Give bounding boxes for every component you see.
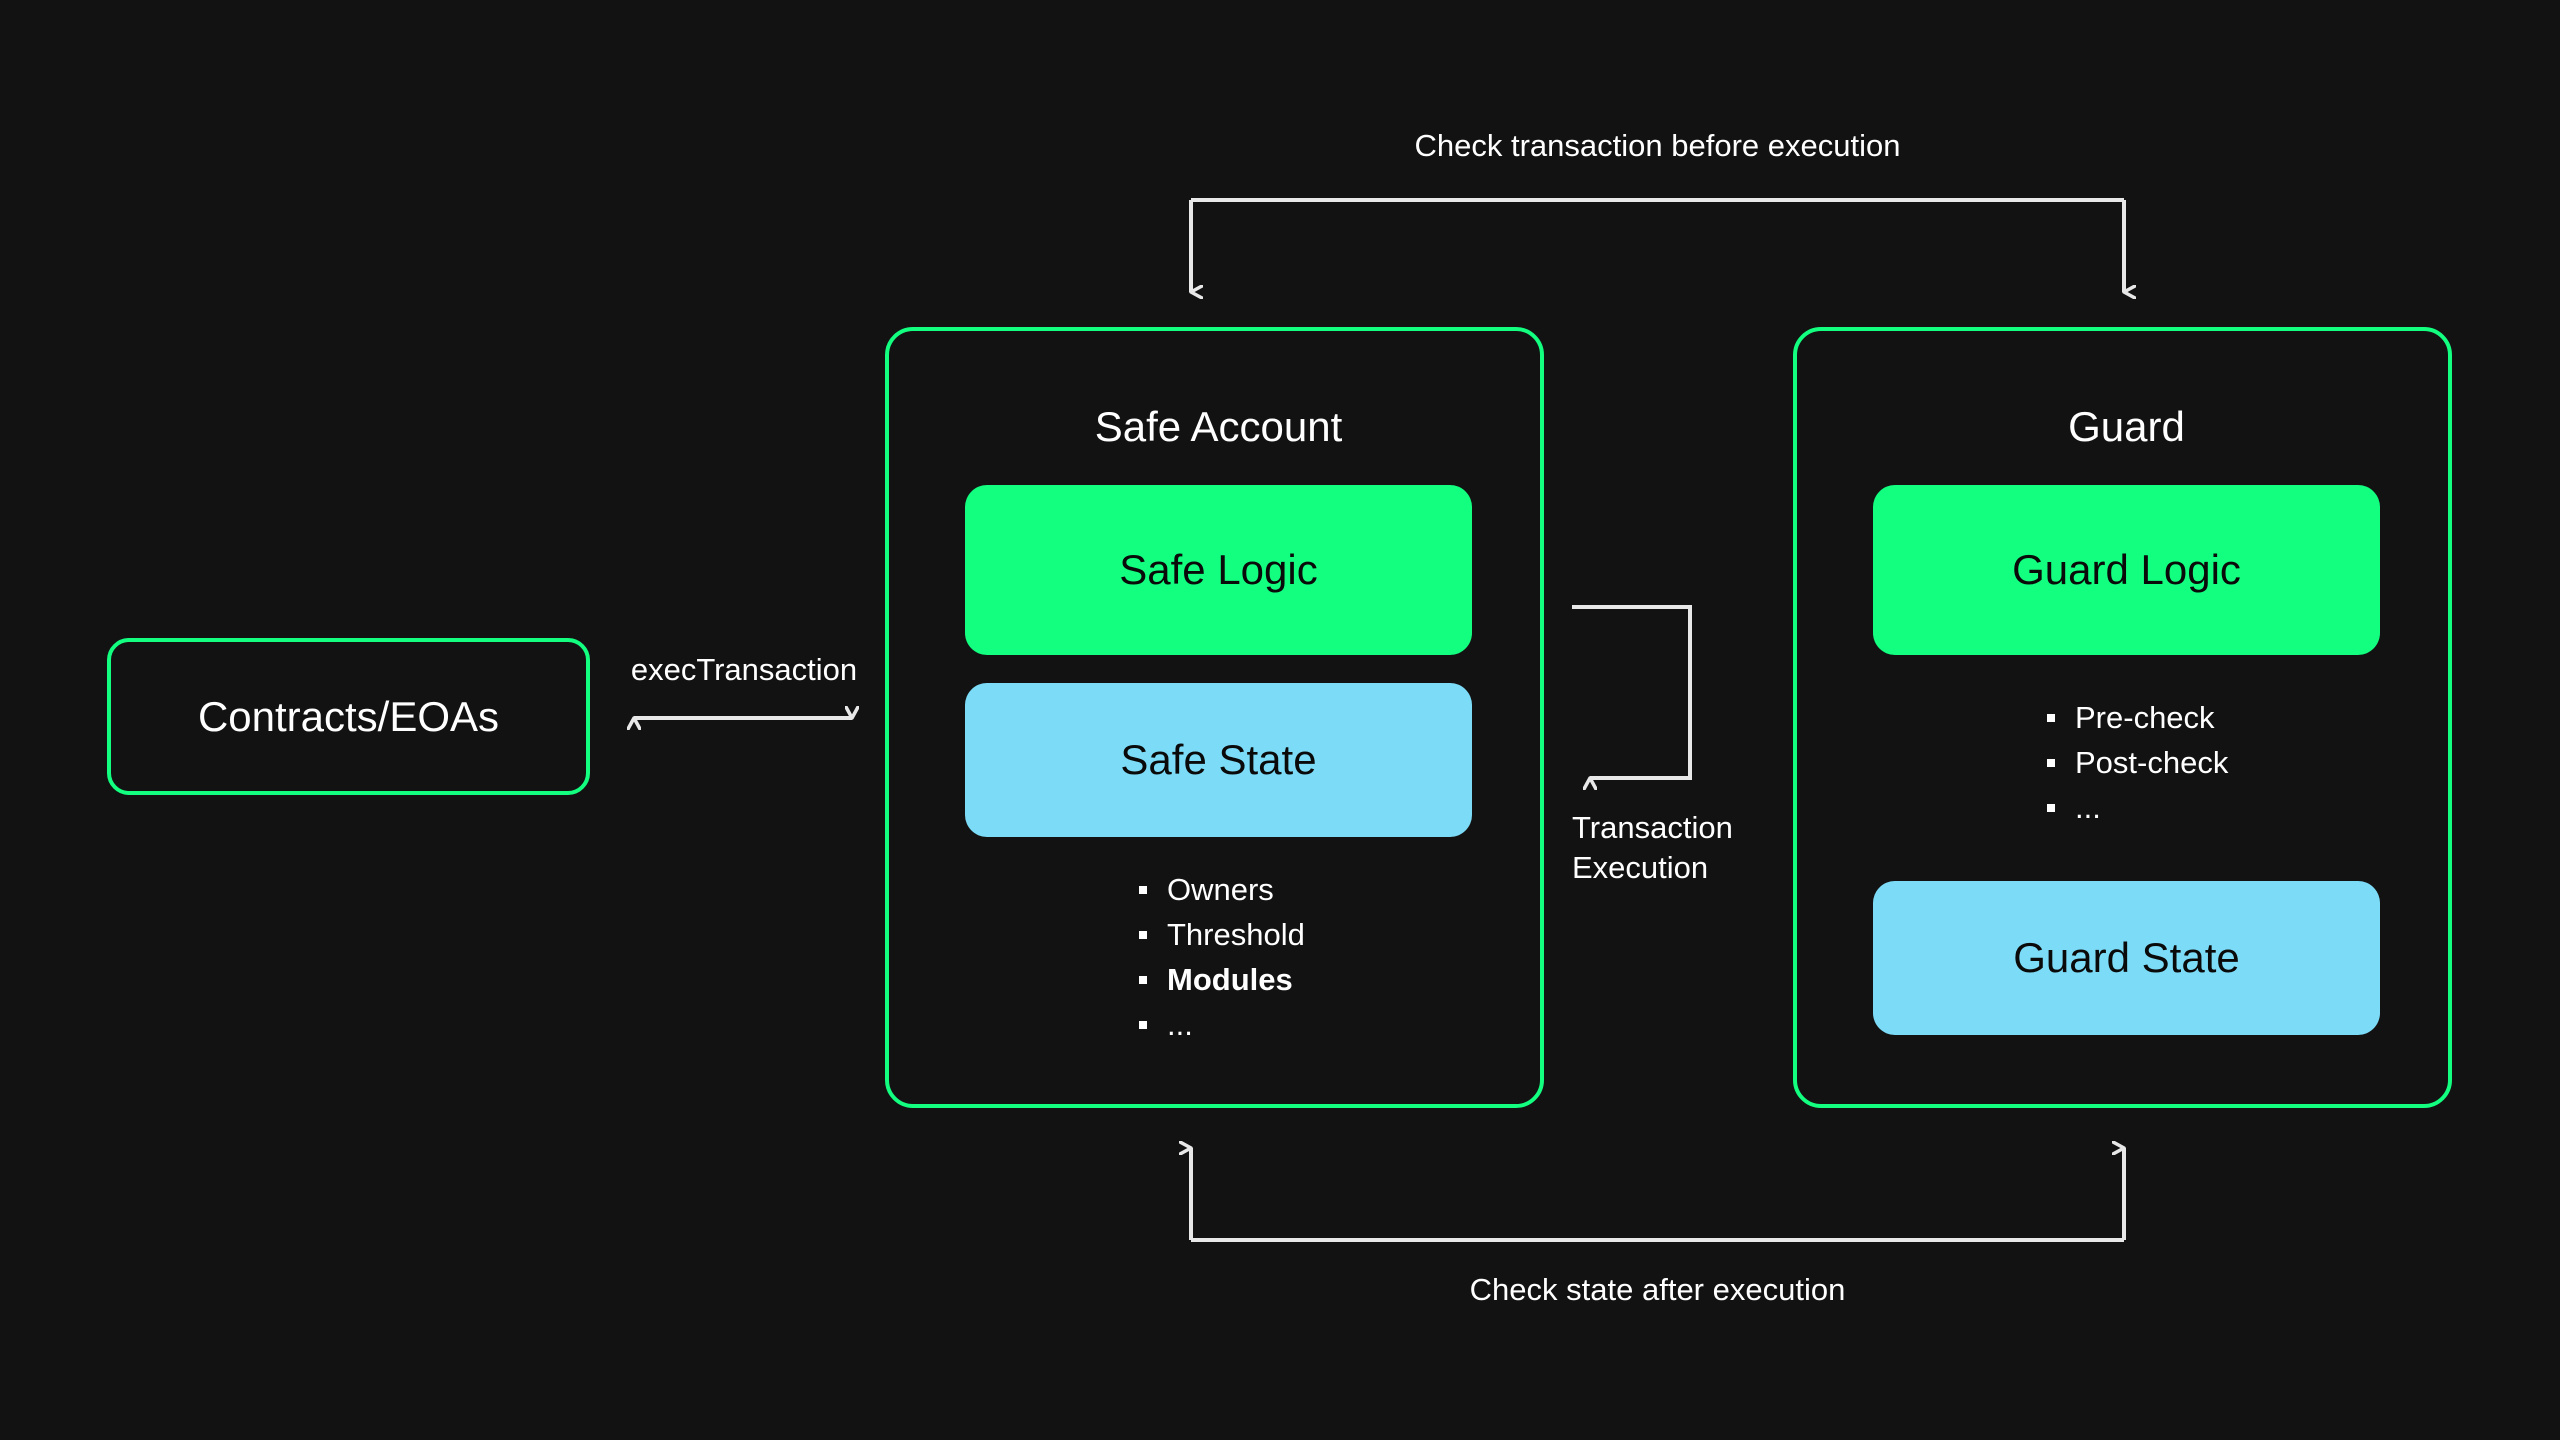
bullet-square-icon [2047, 804, 2055, 813]
node-guard[interactable]: Guard Guard Logic Pre-check Post-check .… [1793, 327, 2452, 1108]
guard-state-box[interactable]: Guard State [1873, 881, 2380, 1035]
bullet-square-icon [2047, 714, 2055, 723]
safe-logic-label: Safe Logic [1119, 546, 1318, 593]
node-safe-account[interactable]: Safe Account Safe Logic Safe State Owner… [885, 327, 1544, 1108]
list-item-label: Owners [1167, 872, 1274, 907]
list-item: Post-check [2045, 741, 2228, 786]
bullet-square-icon [1139, 931, 1147, 940]
list-item: Modules [1137, 958, 1305, 1003]
list-item: ... [1137, 1003, 1305, 1048]
guard-state-label: Guard State [2013, 934, 2240, 981]
list-item-label: ... [1167, 1006, 1193, 1042]
list-item: Threshold [1137, 913, 1305, 958]
bullet-square-icon [1139, 976, 1147, 985]
list-item-label: Pre-check [2075, 700, 2215, 735]
safe-state-item-list: Owners Threshold Modules ... [1137, 868, 1305, 1048]
safe-logic-box[interactable]: Safe Logic [965, 485, 1472, 655]
safe-state-label: Safe State [1120, 736, 1317, 783]
contracts-eoas-label: Contracts/EOAs [197, 692, 500, 740]
list-item: Owners [1137, 868, 1305, 913]
transaction-execution-line-1: Transaction [1572, 810, 1733, 845]
guard-title: Guard [2068, 403, 2185, 450]
guard-check-item-list: Pre-check Post-check ... [2045, 696, 2228, 831]
transaction-execution-line-2: Execution [1572, 849, 1709, 885]
list-item-label: Post-check [2075, 744, 2229, 780]
check-before-execution-label: Check transaction before execution [1414, 128, 1901, 163]
list-item-label: Modules [1167, 961, 1293, 997]
guard-logic-label: Guard Logic [2012, 546, 2241, 593]
list-item: ... [2045, 786, 2228, 831]
exec-transaction-label: execTransaction [630, 652, 858, 687]
bullet-square-icon [2047, 759, 2055, 768]
bullet-square-icon [1139, 1021, 1147, 1030]
safe-account-title: Safe Account [1094, 403, 1343, 450]
check-after-execution-arrow [1191, 1148, 2126, 1242]
safe-state-box[interactable]: Safe State [965, 683, 1472, 837]
bullet-square-icon [1139, 886, 1147, 895]
check-before-execution-arrow [1189, 198, 2124, 292]
list-item: Pre-check [2045, 696, 2228, 741]
guard-logic-box[interactable]: Guard Logic [1873, 485, 2380, 655]
transaction-execution-label: Transaction Execution [1572, 808, 1802, 887]
list-item-label: ... [2075, 789, 2101, 825]
node-contracts-eoas[interactable]: Contracts/EOAs [107, 638, 590, 795]
check-after-execution-label: Check state after execution [1469, 1272, 1846, 1307]
list-item-label: Threshold [1167, 916, 1305, 952]
transaction-execution-arrow [1572, 605, 1692, 778]
